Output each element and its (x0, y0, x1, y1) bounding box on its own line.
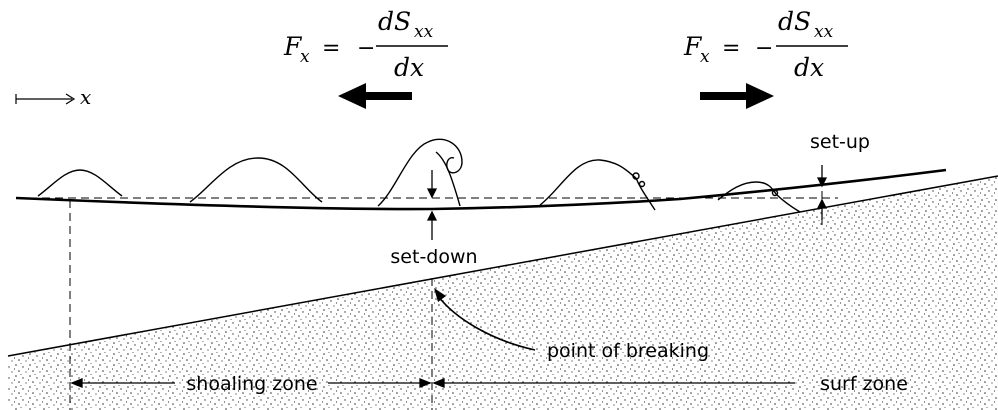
x-axis-indicator: x (16, 85, 91, 109)
wave-4-curl (776, 194, 800, 212)
mean-water-level (16, 170, 946, 209)
equation-right: F x = − dS xx dx (683, 7, 848, 82)
eq-right-denominator: dx (794, 53, 824, 82)
wave-3-foam-2 (640, 182, 645, 187)
set-down-arrow-head-down (428, 189, 436, 197)
set-down-arrow-head-up (428, 212, 436, 220)
equation-left: F x = − dS xx dx (283, 7, 448, 82)
arrow-left-icon (338, 83, 412, 109)
set-down-arrows (428, 170, 436, 240)
eq-left-minus: − (357, 36, 375, 61)
eq-left-lhs-sub: x (300, 47, 310, 67)
eq-right-equals: = (722, 36, 740, 61)
set-down-label: set-down (390, 246, 477, 268)
eq-right-lhs-sub: x (700, 47, 710, 67)
eq-left-equals: = (322, 36, 340, 61)
set-up-label: set-up (810, 131, 870, 153)
eq-left-numerator-sub: xx (414, 22, 434, 42)
eq-right-numerator-sub: xx (814, 22, 834, 42)
waves (38, 139, 800, 212)
point-of-breaking-label: point of breaking (547, 340, 709, 362)
surf-zone-label: surf zone (820, 373, 908, 395)
eq-right-numerator: dS (778, 7, 811, 36)
wave-1 (38, 170, 122, 196)
set-up-arrow-head-up (818, 200, 826, 208)
arrow-right-icon (700, 83, 774, 109)
eq-left-numerator: dS (378, 7, 411, 36)
wave-3-curl (636, 178, 655, 210)
eq-left-denominator: dx (394, 53, 424, 82)
wave-2 (190, 158, 322, 202)
shoaling-zone-label: shoaling zone (186, 373, 317, 395)
x-axis-label: x (80, 85, 91, 109)
eq-right-minus: − (755, 36, 773, 61)
